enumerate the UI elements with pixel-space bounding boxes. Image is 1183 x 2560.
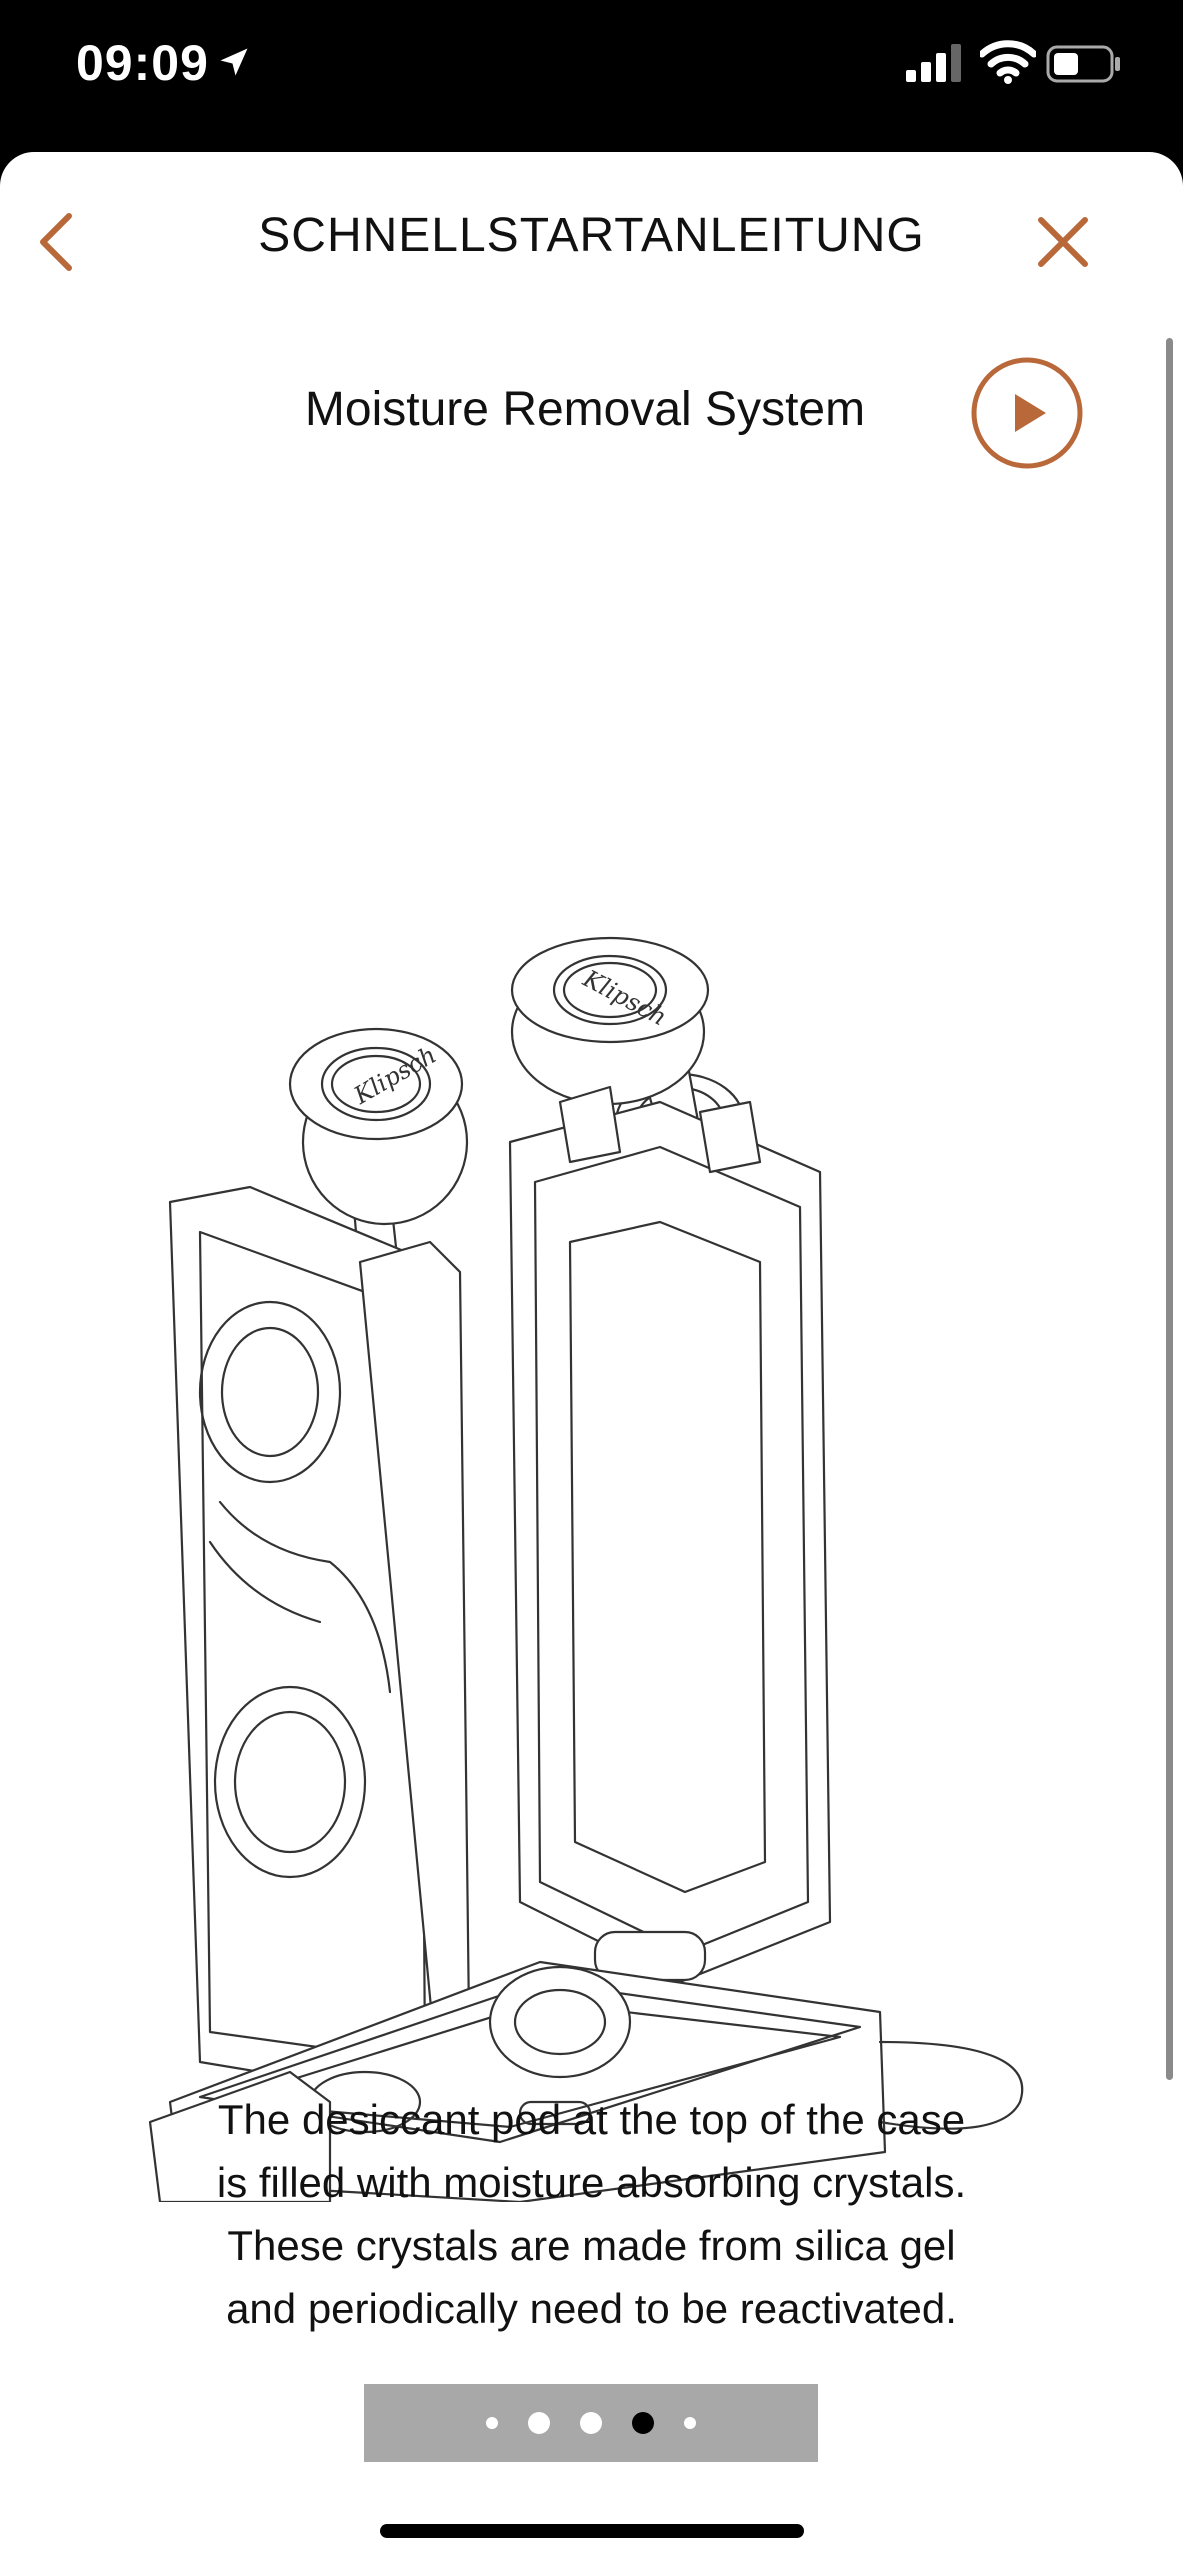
back-button[interactable] [26, 204, 84, 280]
page-title: SCHNELLSTARTANLEITUNG [258, 209, 925, 262]
desiccant-panel [168, 1185, 472, 2104]
play-icon [1015, 394, 1046, 432]
status-bar: 09:09 [0, 0, 1183, 152]
description-line-1: The desiccant pod at the top of the case [217, 2096, 966, 2143]
close-icon [1038, 217, 1088, 267]
cellular-signal-icon [906, 44, 961, 82]
page-indicator[interactable] [364, 2384, 818, 2462]
section-title: Moisture Removal System [304, 383, 866, 436]
earbuds-case-illustration: Klipsch Klipsch [148, 936, 1024, 2202]
description-line-2: is filled with moisture absorbing crysta… [216, 2159, 967, 2206]
battery-icon [1046, 45, 1120, 83]
wifi-icon [980, 40, 1036, 84]
page-dot-2[interactable] [528, 2412, 550, 2434]
scrollbar[interactable] [1166, 338, 1173, 2080]
page-dot-4-active[interactable] [632, 2412, 654, 2434]
page-dot-3[interactable] [580, 2412, 602, 2434]
case-lid [508, 1085, 832, 1984]
location-arrow-icon [220, 48, 248, 76]
case-base [148, 1960, 1024, 2202]
home-indicator[interactable] [380, 2524, 804, 2538]
page-dot-5[interactable] [684, 2417, 696, 2429]
close-button[interactable] [1028, 204, 1098, 280]
description-text: The desiccant pod at the top of the case… [120, 2088, 1063, 2340]
description-line-4: and periodically need to be reactivated. [226, 2285, 957, 2332]
play-video-button[interactable] [970, 356, 1084, 470]
description-line-3: These crystals are made from silica gel [227, 2222, 956, 2269]
page-dot-1[interactable] [486, 2417, 498, 2429]
quick-start-sheet: SCHNELLSTARTANLEITUNG Moisture Removal S… [0, 152, 1183, 2560]
chevron-left-icon [40, 213, 72, 271]
status-time: 09:09 [76, 35, 209, 91]
